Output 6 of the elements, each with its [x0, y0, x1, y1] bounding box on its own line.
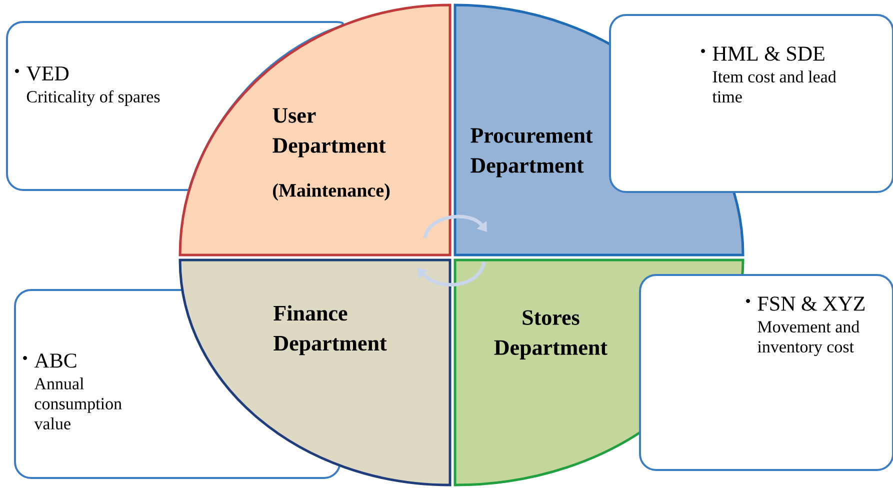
quadrant-segment: Finance Department [178, 258, 452, 486]
curved-arrow [423, 214, 487, 238]
info-box: FSN & XYZ Movement and inventory cost [639, 274, 893, 471]
curved-arrow [417, 262, 486, 286]
info-box: HML & SDE Item cost and lead time [609, 14, 893, 193]
quadrant-segment: User Department (Maintenance) [178, 4, 452, 256]
